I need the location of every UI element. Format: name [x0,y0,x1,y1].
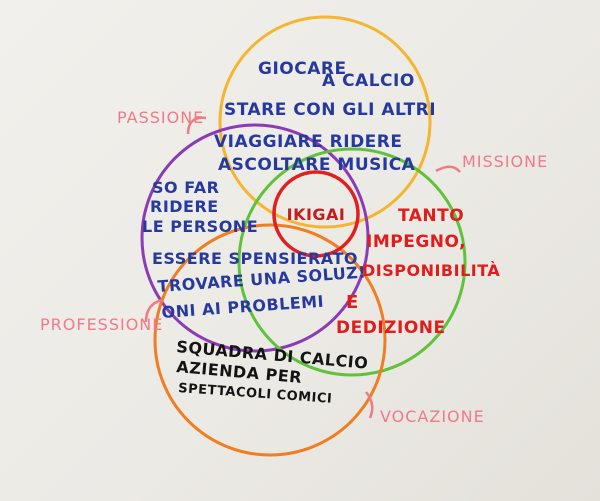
profession-bracket [144,298,163,323]
world-needs-text-line1: TANTO [398,206,464,226]
love-text-line2: A CALCIO [322,71,415,91]
mission-bracket [435,165,461,173]
good-at-text-line3: LE PERSONE [142,217,258,236]
love-text-line3: STARE CON GLI ALTRI [224,100,436,120]
ikigai-label: IKIGAI [287,205,346,224]
good-at-text-line2: RIDERE [150,197,219,216]
world-needs-circle [237,147,467,377]
world-needs-text-line5: DEDIZIONE [336,318,446,338]
profession-label: PROFESSIONE [40,315,163,334]
good-at-circle [140,123,370,353]
passion-bracket [186,116,207,135]
good-at-text-line1: SO FAR [152,178,220,197]
love-text-line1: GIOCARE [258,59,347,79]
paid-for-circle [153,223,387,457]
world-needs-text-line2: IMPEGNO, [366,232,466,252]
passion-label: PASSIONE [117,108,204,127]
love-circle [218,15,432,229]
world-needs-text-line4: E [346,292,359,313]
vocation-label: VOCAZIONE [380,407,485,426]
paid-for-text-line3: SPETTACOLI COMICI [178,381,333,407]
vocation-bracket [365,391,374,419]
world-needs-text-line3: DISPONIBILITÀ [362,261,500,280]
good-at-text-line4: ESSERE SPENSIERATO [152,249,358,268]
love-text-line5: ASCOLTARE MUSICA [218,155,416,175]
ikigai-center-circle [272,170,360,258]
mission-label: MISSIONE [462,152,548,171]
love-text-line4: VIAGGIARE RIDERE [214,132,403,152]
